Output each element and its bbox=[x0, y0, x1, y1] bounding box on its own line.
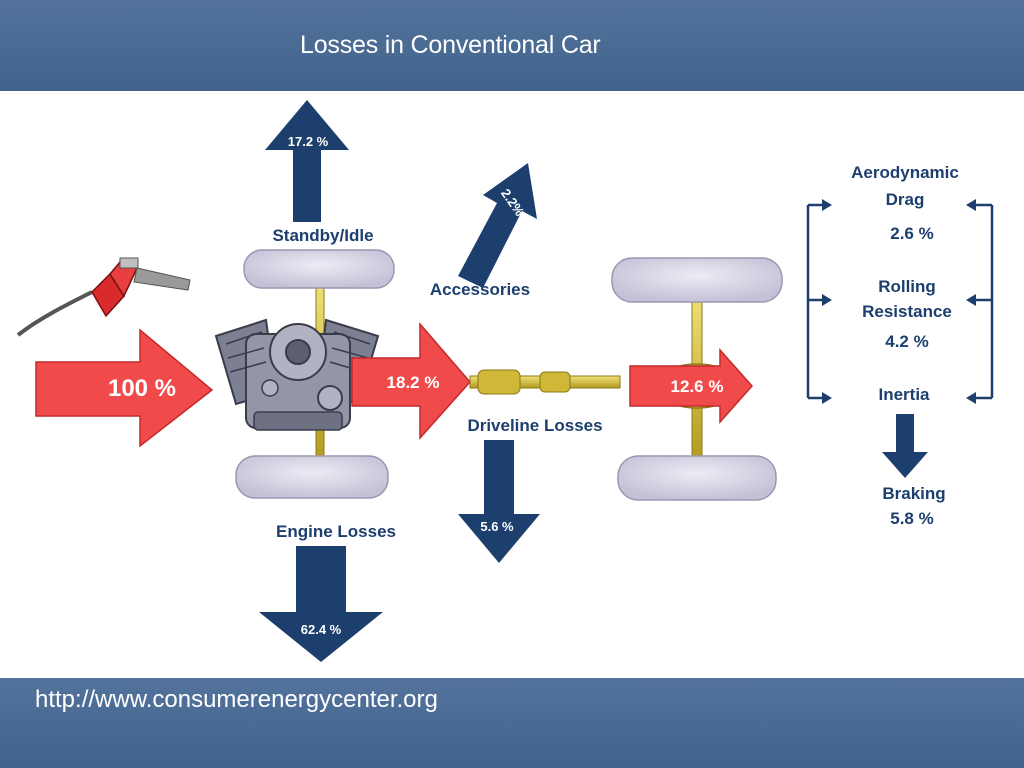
wheel-output-arrow bbox=[629, 348, 754, 424]
footer-bar bbox=[0, 678, 1024, 768]
rolling-resistance-label: Rolling bbox=[878, 277, 936, 296]
rolling-resistance-label-line2: Resistance bbox=[862, 302, 952, 321]
wheel-output-value: 12.6 % bbox=[671, 377, 724, 396]
braking-arrow bbox=[882, 414, 928, 478]
drive-shaft bbox=[469, 369, 621, 395]
engine-output-arrow bbox=[351, 321, 471, 440]
engine-icon bbox=[214, 318, 380, 431]
title-bar bbox=[0, 0, 1024, 91]
aerodynamic-drag-value: 2.6 % bbox=[890, 224, 933, 243]
braking-value: 5.8 % bbox=[890, 509, 933, 528]
fuel-input-arrow bbox=[35, 328, 214, 448]
front-axle bbox=[235, 249, 395, 499]
road-load-arrowheads bbox=[822, 199, 976, 404]
engine-losses-value: 62.4 % bbox=[301, 622, 342, 637]
standby-idle-label: Standby/Idle bbox=[272, 226, 373, 245]
engine-losses-label: Engine Losses bbox=[276, 522, 396, 541]
standby-idle-value: 17.2 % bbox=[288, 134, 329, 149]
road-load-bracket bbox=[806, 203, 994, 400]
standby-idle-arrow bbox=[265, 100, 349, 222]
aerodynamic-drag-label: Aerodynamic bbox=[851, 163, 959, 182]
fuel-nozzle-icon bbox=[16, 257, 191, 337]
rolling-resistance-value: 4.2 % bbox=[885, 332, 928, 351]
energy-loss-diagram: 100 % 17.2 % Standby/Idle 2.2% Accessori… bbox=[16, 100, 994, 662]
source-url-text: http://www.consumerenergycenter.org bbox=[35, 686, 438, 713]
accessories-arrow bbox=[458, 163, 537, 288]
engine-losses-arrow bbox=[259, 546, 383, 662]
driveline-losses-label: Driveline Losses bbox=[467, 416, 602, 435]
engine-output-value: 18.2 % bbox=[387, 373, 440, 392]
inertia-label: Inertia bbox=[878, 385, 930, 404]
driveline-losses-arrow bbox=[458, 440, 540, 563]
aerodynamic-drag-label-line2: Drag bbox=[886, 190, 925, 209]
braking-label: Braking bbox=[882, 484, 945, 503]
driveline-losses-value: 5.6 % bbox=[480, 519, 514, 534]
accessories-label: Accessories bbox=[430, 280, 530, 299]
slide-title: Losses in Conventional Car bbox=[300, 31, 601, 59]
fuel-input-value: 100 % bbox=[108, 375, 176, 402]
